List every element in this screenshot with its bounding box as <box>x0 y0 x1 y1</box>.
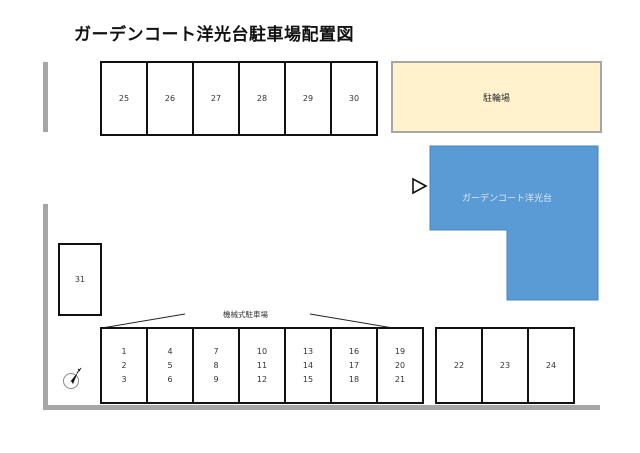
mechanical-parking-label: 機械式駐車場 <box>223 310 268 319</box>
mechanical-parking-column[interactable]: 7 8 9 <box>192 327 240 404</box>
spot-number: 5 <box>167 360 173 370</box>
page-title: ガーデンコート洋光台駐車場配置図 <box>74 25 354 45</box>
parking-spot[interactable]: 26 <box>146 61 194 136</box>
spot-number: 7 <box>213 346 219 356</box>
parking-spot[interactable]: 27 <box>192 61 240 136</box>
spot-number: 13 <box>302 346 314 356</box>
wall-top-left <box>43 62 48 132</box>
mechanical-parking: 1 2 3 4 5 6 7 8 9 10 11 12 13 14 15 16 1… <box>100 327 424 404</box>
spot-number: 21 <box>394 374 406 384</box>
spot-number: 1 <box>121 346 127 356</box>
parking-spot[interactable]: 31 <box>58 243 102 316</box>
spot-number: 24 <box>545 361 557 370</box>
spot-number: 17 <box>348 360 360 370</box>
spot-number: 4 <box>167 346 173 356</box>
parking-spot[interactable]: 23 <box>481 327 529 404</box>
building-label: ガーデンコート洋光台 <box>462 194 553 204</box>
spot-number: 14 <box>302 360 314 370</box>
parking-spot[interactable]: 22 <box>435 327 483 404</box>
spot-number: 29 <box>302 94 314 103</box>
triangle-right-icon <box>412 177 428 195</box>
spot-number: 2 <box>121 360 127 370</box>
spot-number: 31 <box>74 275 86 284</box>
mechanical-parking-bracket <box>101 313 394 329</box>
spot-number: 11 <box>256 360 268 370</box>
parking-spot[interactable]: 29 <box>284 61 332 136</box>
spot-number: 26 <box>164 94 176 103</box>
spot-number: 20 <box>394 360 406 370</box>
spot-number: 27 <box>210 94 222 103</box>
building-shape[interactable] <box>428 144 602 304</box>
parking-row-top: 25 26 27 28 29 30 <box>100 61 378 136</box>
north-arrow-icon <box>63 367 82 389</box>
parking-spot[interactable]: 24 <box>527 327 575 404</box>
spot-number: 30 <box>348 94 360 103</box>
spot-number: 12 <box>256 374 268 384</box>
mechanical-parking-column[interactable]: 16 17 18 <box>330 327 378 404</box>
parking-spot[interactable]: 25 <box>100 61 148 136</box>
mechanical-parking-column[interactable]: 19 20 21 <box>376 327 424 404</box>
wall-bottom <box>43 405 600 410</box>
mechanical-parking-column[interactable]: 13 14 15 <box>284 327 332 404</box>
spot-number: 9 <box>213 374 219 384</box>
parking-row-right: 22 23 24 <box>435 327 575 404</box>
bicycle-parking-label: 駐輪場 <box>482 93 510 104</box>
bicycle-parking[interactable]: 駐輪場 <box>391 61 602 133</box>
spot-number: 19 <box>394 346 406 356</box>
parking-spot[interactable]: 28 <box>238 61 286 136</box>
spot-number: 25 <box>118 94 130 103</box>
spot-number: 18 <box>348 374 360 384</box>
spot-number: 16 <box>348 346 360 356</box>
spot-number: 22 <box>453 361 465 370</box>
spot-number: 3 <box>121 374 127 384</box>
spot-number: 23 <box>499 361 511 370</box>
mechanical-parking-column[interactable]: 10 11 12 <box>238 327 286 404</box>
spot-number: 15 <box>302 374 314 384</box>
spot-number: 8 <box>213 360 219 370</box>
mechanical-parking-column[interactable]: 4 5 6 <box>146 327 194 404</box>
wall-left <box>43 204 48 410</box>
spot-number: 28 <box>256 94 268 103</box>
spot-number: 6 <box>167 374 173 384</box>
mechanical-parking-column[interactable]: 1 2 3 <box>100 327 148 404</box>
parking-spot[interactable]: 30 <box>330 61 378 136</box>
spot-number: 10 <box>256 346 268 356</box>
